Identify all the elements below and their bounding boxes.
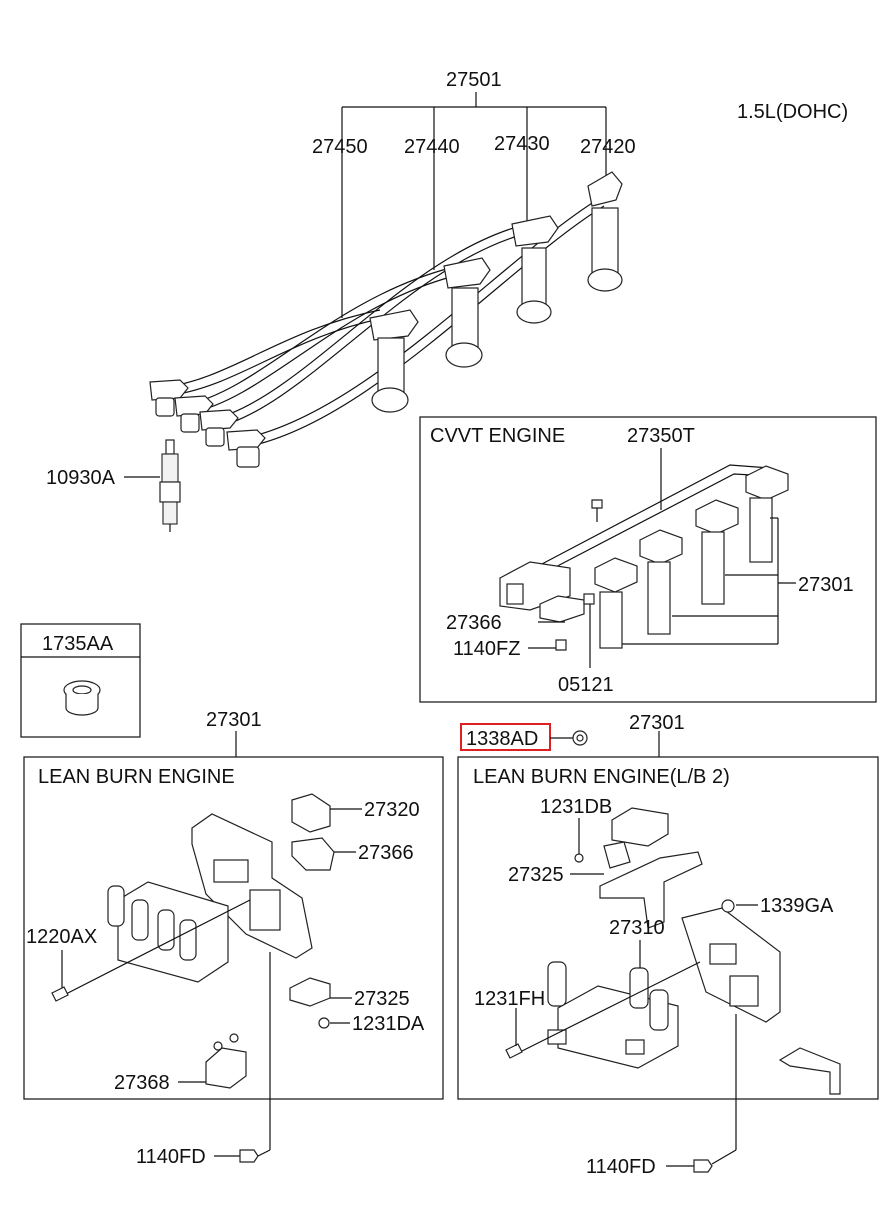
part-number-1735AA[interactable]: 1735AA — [42, 633, 114, 655]
part-number-27301-lean[interactable]: 27301 — [206, 709, 262, 731]
part-number-1140FD-lb2[interactable]: 1140FD — [586, 1156, 656, 1178]
part-number-27440[interactable]: 27440 — [404, 136, 460, 158]
part-number-1231FH[interactable]: 1231FH — [474, 988, 545, 1010]
spark-plug-illustration — [124, 439, 181, 532]
cvvt-panel-title: CVVT ENGINE — [430, 425, 565, 447]
part-number-05121[interactable]: 05121 — [558, 674, 614, 696]
cvvt-coil-pack-illustration — [499, 448, 796, 668]
part-number-27310[interactable]: 27310 — [609, 917, 665, 939]
highlight-box-1338AD — [460, 723, 551, 751]
lean-burn-lb2-panel — [457, 756, 879, 1100]
part-number-27420[interactable]: 27420 — [580, 136, 636, 158]
lean-burn-coil-illustration — [51, 793, 362, 1138]
part-number-1140FZ[interactable]: 1140FZ — [453, 638, 520, 660]
bolt-1140FD-lean-illustration — [214, 1138, 271, 1163]
part-number-1338AD[interactable]: 1338AD — [466, 728, 538, 750]
bolt-1140FD-lb2-illustration — [666, 1149, 737, 1173]
part-number-27450[interactable]: 27450 — [312, 136, 368, 158]
part-number-27368[interactable]: 27368 — [114, 1072, 170, 1094]
lean-burn-engine-panel — [23, 756, 444, 1100]
lean-panel-title: LEAN BURN ENGINE — [38, 766, 235, 788]
part-number-27325-lean[interactable]: 27325 — [354, 988, 410, 1010]
part-number-10930A[interactable]: 10930A — [46, 467, 116, 489]
spark-plug-wire-set-illustration — [149, 171, 623, 468]
part-number-27350T[interactable]: 27350T — [627, 425, 695, 447]
lb2-panel-title: LEAN BURN ENGINE(L/B 2) — [473, 766, 730, 788]
part-number-27430[interactable]: 27430 — [494, 133, 550, 155]
part-number-27501[interactable]: 27501 — [446, 69, 502, 91]
part-number-1231DA[interactable]: 1231DA — [352, 1013, 425, 1035]
part-number-1231DB[interactable]: 1231DB — [540, 796, 612, 818]
part-number-27366-lean[interactable]: 27366 — [358, 842, 414, 864]
part-number-1220AX[interactable]: 1220AX — [26, 926, 97, 948]
cvvt-engine-panel — [419, 416, 877, 703]
engine-spec-label: 1.5L(DOHC) — [737, 101, 848, 123]
lean-burn-lb2-coil-illustration — [505, 807, 841, 1150]
part-number-1339GA[interactable]: 1339GA — [760, 895, 834, 917]
grommet-box — [20, 623, 141, 738]
part-number-27325-lb2[interactable]: 27325 — [508, 864, 564, 886]
part-number-27320[interactable]: 27320 — [364, 799, 420, 821]
grommet-illustration — [63, 680, 101, 716]
part-number-27301-cvvt[interactable]: 27301 — [798, 574, 854, 596]
part-number-27301-lb2[interactable]: 27301 — [629, 712, 685, 734]
part-number-27366-cvvt[interactable]: 27366 — [446, 612, 502, 634]
nut-1338AD-illustration — [550, 730, 588, 746]
part-number-1140FD-lean[interactable]: 1140FD — [136, 1146, 206, 1168]
wire-set-leaders — [341, 92, 607, 318]
